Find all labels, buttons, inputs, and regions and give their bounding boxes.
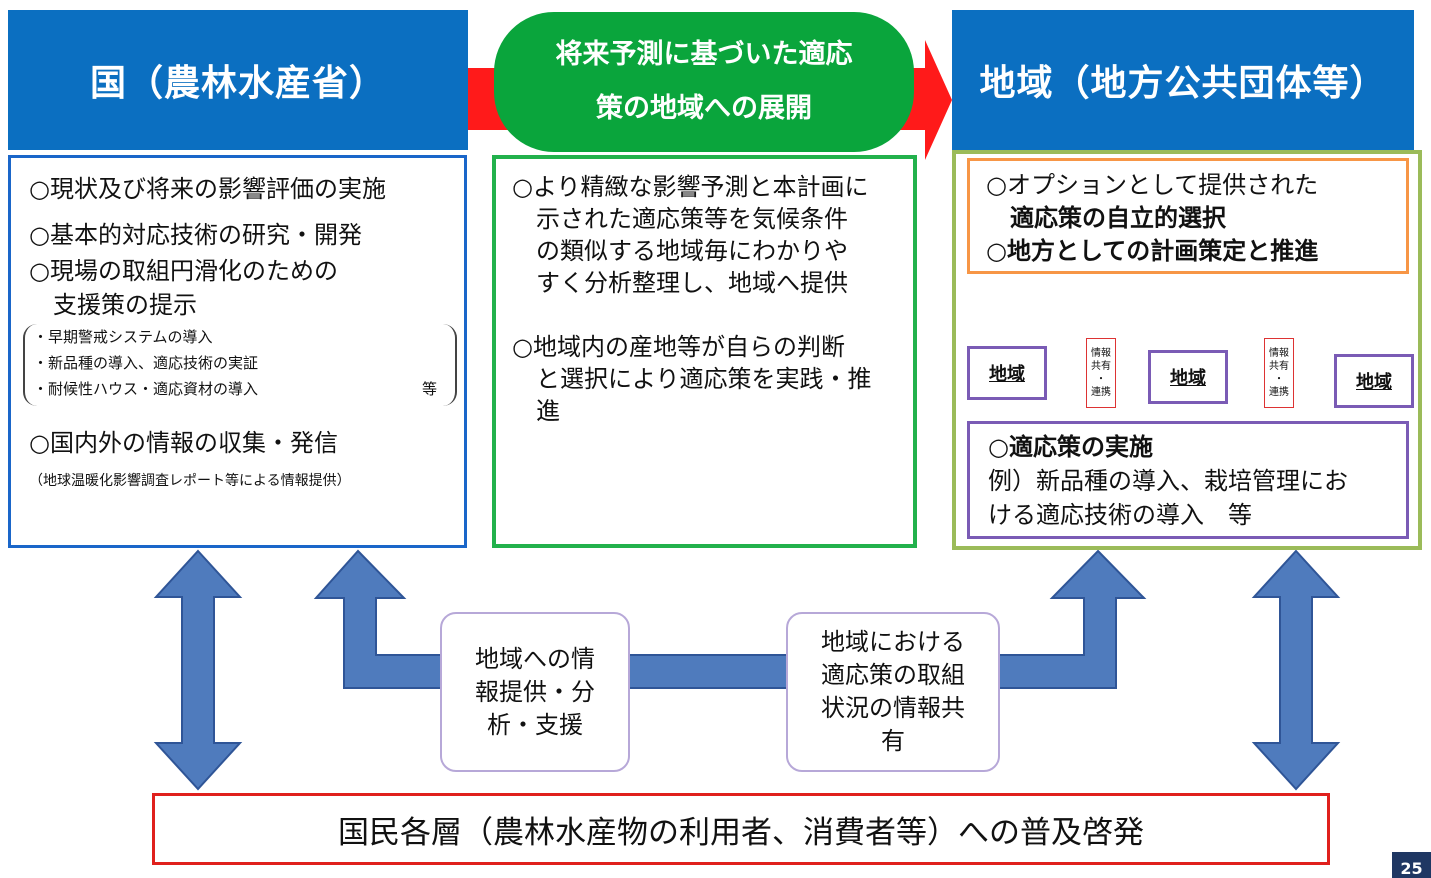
center-content-box: ○より精緻な影響予測と本計画に 示された適応策等を気候条件 の類似する地域毎にわ… — [492, 155, 917, 548]
info-share-tag-1: 情報 共有 ・ 連携 — [1086, 338, 1116, 408]
flow-right-line-3: 状況の情報共 — [821, 694, 965, 722]
tag-2-line-3: ・ — [1274, 374, 1284, 385]
flow-box-info-support: 地域への情 報提供・分 析・支援 — [440, 612, 630, 772]
tag-1-line-1: 情報 — [1091, 348, 1111, 359]
header-national-label: 国（農林水産省） — [89, 63, 386, 104]
region-label-3: 地域 — [1356, 372, 1392, 393]
tag-2-line-4: 連携 — [1269, 387, 1289, 398]
right-options-box: ○オプションとして提供された 適応策の自立的選択 ○地方としての計画策定と推進 — [967, 158, 1409, 274]
left-item-2: ○基本的対応技術の研究・開発 — [29, 221, 362, 249]
public-outreach-label: 国民各層（農林水産物の利用者、消費者等）への普及啓発 — [338, 814, 1144, 851]
flow-right-line-2: 適応策の取組 — [821, 661, 965, 689]
tag-1-line-3: ・ — [1096, 374, 1106, 385]
impl-line-1: ○適応策の実施 — [988, 433, 1153, 461]
left-sub-suffix: 等 — [421, 380, 437, 398]
impl-line-3: ける適応技術の導入 等 — [988, 501, 1252, 529]
flow-left-line-1: 地域への情 — [475, 644, 595, 673]
flow-left-line-3: 析・支援 — [487, 710, 583, 739]
left-item-3: ○現場の取組円滑化のための — [29, 257, 338, 285]
center-para1-line-1: ○より精緻な影響予測と本計画に — [512, 173, 869, 201]
center-pill: 将来予測に基づいた適応 策の地域への展開 — [494, 12, 914, 152]
center-pill-line-1: 将来予測に基づいた適応 — [555, 39, 853, 70]
tag-1-line-2: 共有 — [1091, 361, 1111, 372]
impl-line-2: 例）新品種の導入、栽培管理にお — [988, 467, 1348, 495]
right-option-line-1: ○オプションとして提供された — [986, 171, 1319, 199]
region-box-3: 地域 — [1334, 354, 1414, 408]
left-item-3-cont: 支援策の提示 — [29, 291, 197, 319]
region-label-2: 地域 — [1170, 368, 1206, 389]
center-para2-line-1: ○地域内の産地等が自らの判断 — [512, 333, 845, 361]
center-para1-line-2: 示された適応策等を気候条件 — [512, 205, 848, 233]
flow-right-line-4: 有 — [881, 727, 905, 755]
left-note: （地球温暖化影響調査レポート等による情報提供） — [29, 473, 351, 489]
connector-bar-middle — [627, 654, 789, 689]
right-option-line-3: ○地方としての計画策定と推進 — [986, 237, 1319, 265]
tag-2-line-1: 情報 — [1269, 348, 1289, 359]
info-share-tag-2: 情報 共有 ・ 連携 — [1264, 338, 1294, 408]
left-content-box: ○現状及び将来の影響評価の実施 ○基本的対応技術の研究・開発 ○現場の取組円滑化… — [8, 155, 467, 548]
left-sub-item-2: ・新品種の導入、適応技術の実証 — [33, 354, 259, 372]
region-label-1: 地域 — [989, 364, 1025, 385]
tag-1-line-4: 連携 — [1091, 387, 1111, 398]
flow-box-info-share: 地域における 適応策の取組 状況の情報共 有 — [786, 612, 1000, 772]
double-arrow-right-outer — [1251, 549, 1341, 791]
center-pill-line-2: 策の地域への展開 — [596, 93, 812, 124]
right-implementation-box: ○適応策の実施 例）新品種の導入、栽培管理にお ける適応技術の導入 等 — [967, 421, 1409, 539]
left-item-1: ○現状及び将来の影響評価の実施 — [29, 175, 386, 203]
center-para1-line-3: の類似する地域毎にわかりや — [512, 237, 848, 265]
elbow-arrow-left — [313, 549, 443, 689]
header-national: 国（農林水産省） — [8, 10, 468, 150]
right-option-line-2: 適応策の自立的選択 — [986, 204, 1226, 232]
center-para2-line-2: と選択により適応策を実践・推 — [512, 365, 872, 393]
region-box-1: 地域 — [967, 346, 1047, 400]
header-regional-label: 地域（地方公共団体等） — [979, 63, 1387, 104]
public-outreach-bar: 国民各層（農林水産物の利用者、消費者等）への普及啓発 — [152, 793, 1330, 865]
double-arrow-left-outer — [153, 549, 243, 791]
region-box-2: 地域 — [1148, 350, 1228, 404]
page-number-label: 25 — [1400, 859, 1423, 878]
elbow-arrow-right — [997, 549, 1147, 689]
left-sub-item-3: ・耐候性ハウス・適応資材の導入 — [33, 380, 259, 398]
center-para1-line-4: すく分析整理し、地域へ提供 — [512, 269, 848, 297]
left-sub-list: ・早期警戒システムの導入 ・新品種の導入、適応技術の実証 ・耐候性ハウス・適応資… — [23, 324, 457, 406]
center-para2-line-3: 進 — [512, 397, 560, 425]
flow-right-line-1: 地域における — [821, 628, 965, 656]
page-number: 25 — [1392, 852, 1431, 878]
header-regional: 地域（地方公共団体等） — [952, 10, 1414, 150]
left-sub-item-1: ・早期警戒システムの導入 — [33, 328, 213, 346]
left-item-info: ○国内外の情報の収集・発信 — [29, 429, 338, 457]
flow-left-line-2: 報提供・分 — [475, 677, 595, 706]
tag-2-line-2: 共有 — [1269, 361, 1289, 372]
